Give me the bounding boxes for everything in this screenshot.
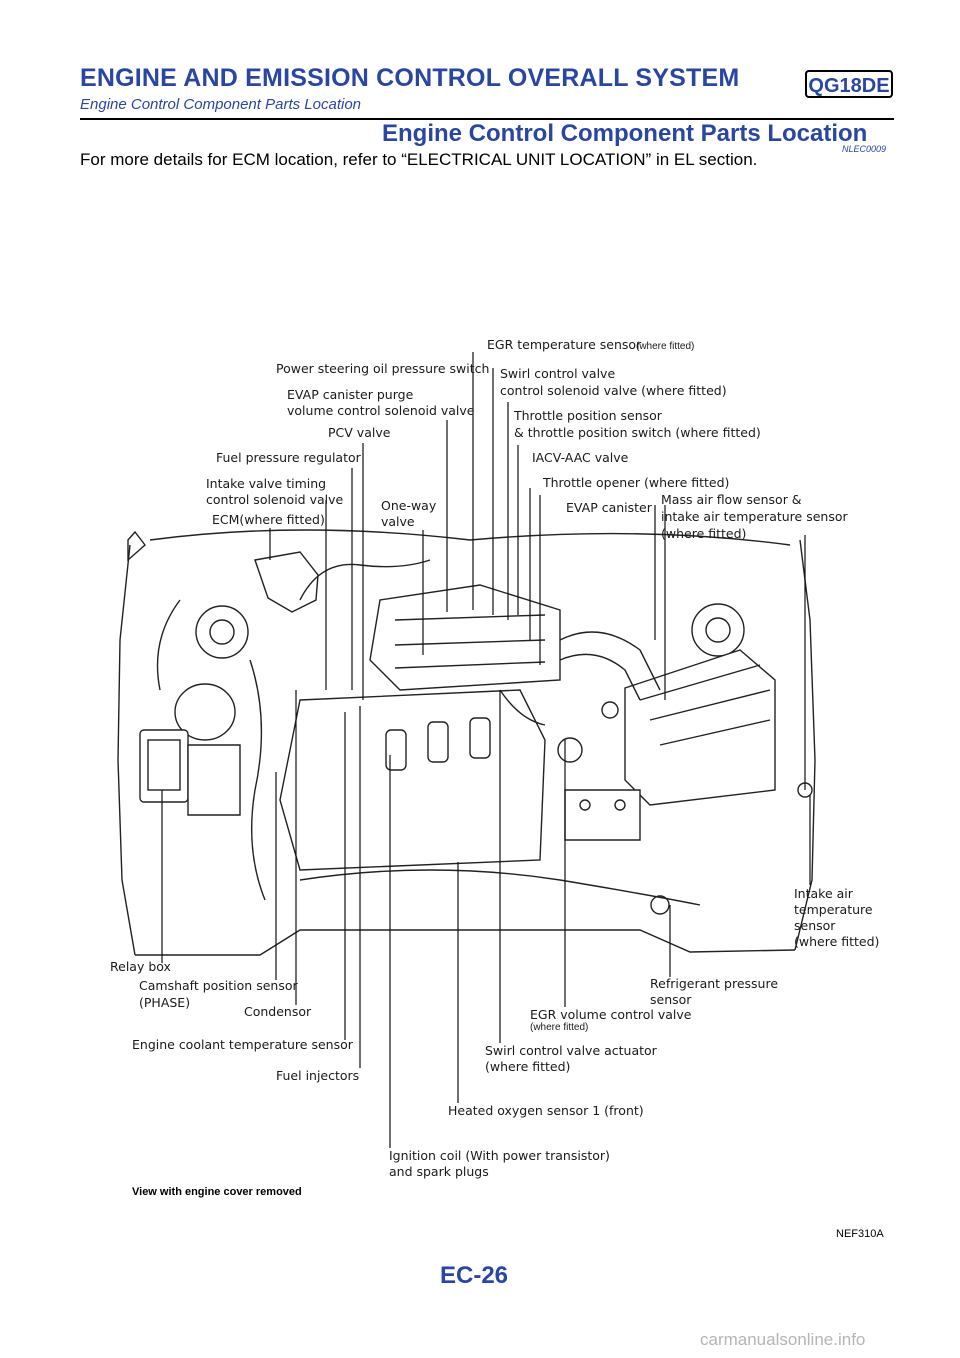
- label-intake-air-2: temperature: [794, 902, 873, 917]
- header-title: ENGINE AND EMISSION CONTROL OVERALL SYST…: [80, 64, 740, 92]
- label-relay-box: Relay box: [110, 959, 171, 974]
- label-throttle-pos-2: & throttle position switch (where fitted…: [514, 425, 761, 440]
- label-intake-air-3: sensor: [794, 918, 836, 933]
- model-badge: QG18DE: [805, 70, 893, 98]
- watermark: carmanualsonline.info: [700, 1330, 866, 1349]
- label-swirl-actuator-1: Swirl control valve actuator: [485, 1043, 658, 1058]
- section-title: Engine Control Component Parts Location: [382, 120, 868, 147]
- label-intake-air-4: (where fitted): [794, 934, 879, 949]
- label-throttle-opener: Throttle opener (where fitted): [542, 475, 729, 490]
- label-ignition-1: Ignition coil (With power transistor): [389, 1148, 610, 1163]
- header-rule: [80, 118, 894, 120]
- label-one-way-2: valve: [381, 514, 415, 529]
- label-intake-air-1: Intake air: [794, 886, 854, 901]
- label-maf-3: (where fitted): [661, 526, 746, 541]
- page-number: EC-26: [440, 1262, 509, 1289]
- label-camshaft-2: (PHASE): [139, 995, 190, 1010]
- label-one-way-1: One-way: [381, 498, 437, 513]
- label-pcv-valve: PCV valve: [328, 425, 391, 440]
- label-evap-purge-1: EVAP canister purge: [287, 387, 414, 402]
- label-swirl-solenoid-1: Swirl control valve: [500, 366, 615, 381]
- label-egr-temp-note: (where fitted): [636, 341, 694, 352]
- label-fuel-pressure-regulator: Fuel pressure regulator: [216, 450, 362, 465]
- label-heated-o2: Heated oxygen sensor 1 (front): [448, 1103, 644, 1118]
- label-iacv-aac: IACV-AAC valve: [532, 450, 629, 465]
- label-ecm: ECM(where fitted): [212, 512, 325, 527]
- label-swirl-actuator-2: (where fitted): [485, 1059, 570, 1074]
- figure-code: NEF310A: [836, 1228, 884, 1240]
- label-maf-1: Mass air flow sensor &: [661, 492, 802, 507]
- label-egr-volume: EGR volume control valve: [530, 1007, 692, 1022]
- label-maf-2: intake air temperature sensor: [661, 509, 848, 524]
- label-coolant-temp: Engine coolant temperature sensor: [132, 1037, 354, 1052]
- label-condensor: Condensor: [244, 1004, 312, 1019]
- label-swirl-solenoid-2: control solenoid valve (where fitted): [500, 383, 727, 398]
- header-subtitle: Engine Control Component Parts Location: [80, 96, 362, 113]
- section-code: NLEC0009: [842, 144, 887, 154]
- part-labels: EGR temperature sensor (where fitted) Po…: [110, 337, 879, 1179]
- leader-lines: [161, 352, 811, 1148]
- label-ivt-1: Intake valve timing: [206, 476, 326, 491]
- label-egr-volume-note: (where fitted): [530, 1022, 588, 1033]
- engine-illustration: [117, 529, 816, 956]
- intro-text: For more details for ECM location, refer…: [80, 150, 758, 169]
- label-evap-canister: EVAP canister: [566, 500, 653, 515]
- label-evap-purge-2: volume control solenoid valve: [287, 403, 475, 418]
- label-fuel-injectors: Fuel injectors: [276, 1068, 359, 1083]
- label-throttle-pos-1: Throttle position sensor: [513, 408, 663, 423]
- label-ivt-2: control solenoid valve: [206, 492, 344, 507]
- label-egr-temp-sensor: EGR temperature sensor: [487, 337, 642, 352]
- label-ps-oil-pressure-switch: Power steering oil pressure switch: [276, 361, 489, 376]
- label-refrigerant-1: Refrigerant pressure: [650, 976, 778, 991]
- label-refrigerant-2: sensor: [650, 992, 692, 1007]
- label-ignition-2: and spark plugs: [389, 1164, 489, 1179]
- label-camshaft-1: Camshaft position sensor: [139, 978, 298, 993]
- figure-caption: View with engine cover removed: [132, 1186, 302, 1198]
